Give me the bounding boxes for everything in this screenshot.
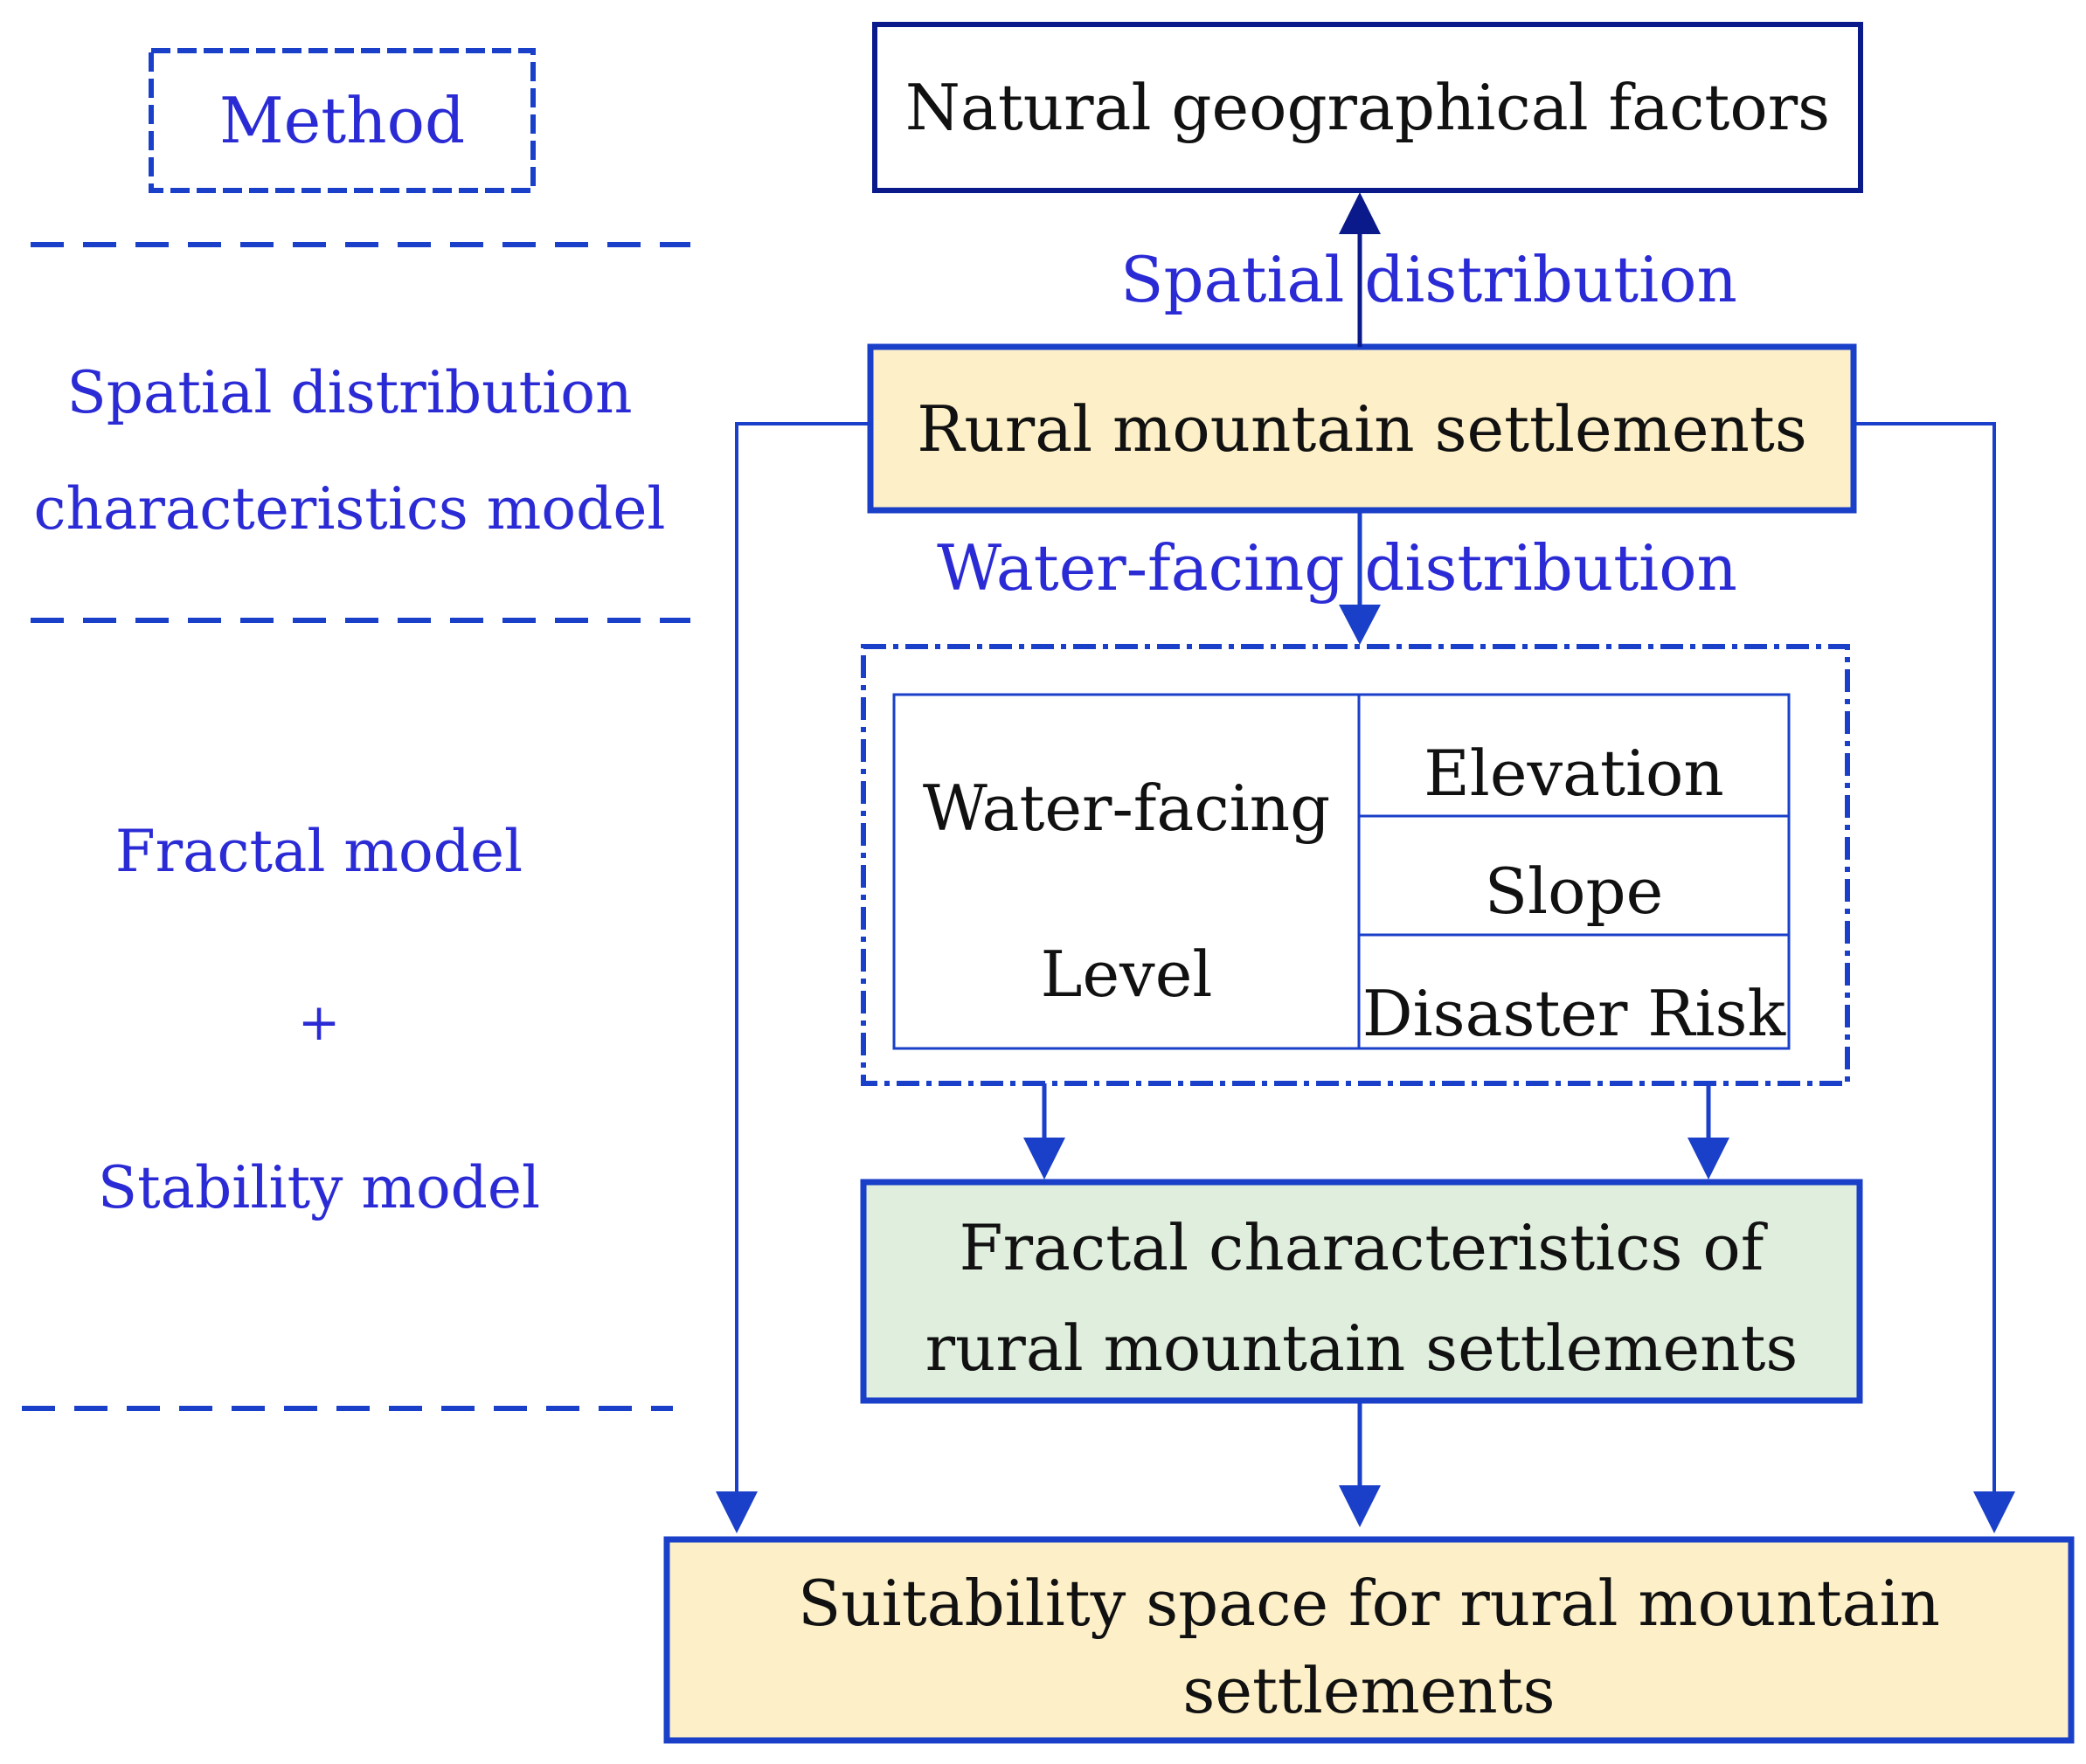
spatial-model-label-line2: characteristics model <box>33 475 666 543</box>
water-facing-table <box>892 693 1791 1050</box>
water-facing-level-line2: Level <box>1040 937 1213 1011</box>
arrowhead-group-to-fractal-right <box>1688 1138 1729 1179</box>
water-facing-group-box <box>861 644 1850 1086</box>
bypass-left <box>735 422 870 1494</box>
arrowhead-group-to-fractal-left <box>1023 1138 1065 1179</box>
fractal-box <box>860 1179 1863 1404</box>
arrowhead-up-spatial <box>1339 192 1381 234</box>
arrowhead-fractal-to-suitability <box>1339 1485 1381 1527</box>
suitability-label-line1: Suitability space for rural mountain <box>797 1567 1940 1640</box>
water-facing-distribution-label: Water-facing distribution <box>937 531 1737 605</box>
arrowhead-bypass-right <box>1973 1491 2015 1533</box>
fractal-label-line2: rural mountain settlements <box>925 1311 1798 1385</box>
plus-sign: + <box>297 993 341 1052</box>
fractal-model-label: Fractal model <box>114 818 523 885</box>
natural-factors-box <box>872 22 1863 193</box>
arrowhead-bypass-left <box>716 1491 758 1533</box>
suitability-box <box>663 1536 2075 1744</box>
arrowhead-down-water-facing <box>1339 605 1381 645</box>
rural-settlements-label: Rural mountain settlements <box>917 391 1807 466</box>
fractal-label-line1: Fractal characteristics of <box>959 1211 1764 1284</box>
stability-model-label: Stability model <box>97 1154 541 1221</box>
spatial-model-label-line1: Spatial distribution <box>66 359 633 426</box>
bypass-right <box>1854 422 1996 1494</box>
method-box <box>149 48 536 193</box>
table-row-elevation: Elevation <box>1424 737 1724 810</box>
spatial-distribution-label: Spatial distribution <box>1120 243 1737 316</box>
table-row-slope: Slope <box>1484 854 1664 928</box>
suitability-label-line2: settlements <box>1182 1654 1556 1727</box>
natural-factors-label: Natural geographical factors <box>904 71 1831 144</box>
water-facing-level-line1: Water-facing <box>922 771 1331 845</box>
table-row-disaster-risk: Disaster Risk <box>1362 977 1786 1050</box>
method-header: Method <box>218 84 466 157</box>
